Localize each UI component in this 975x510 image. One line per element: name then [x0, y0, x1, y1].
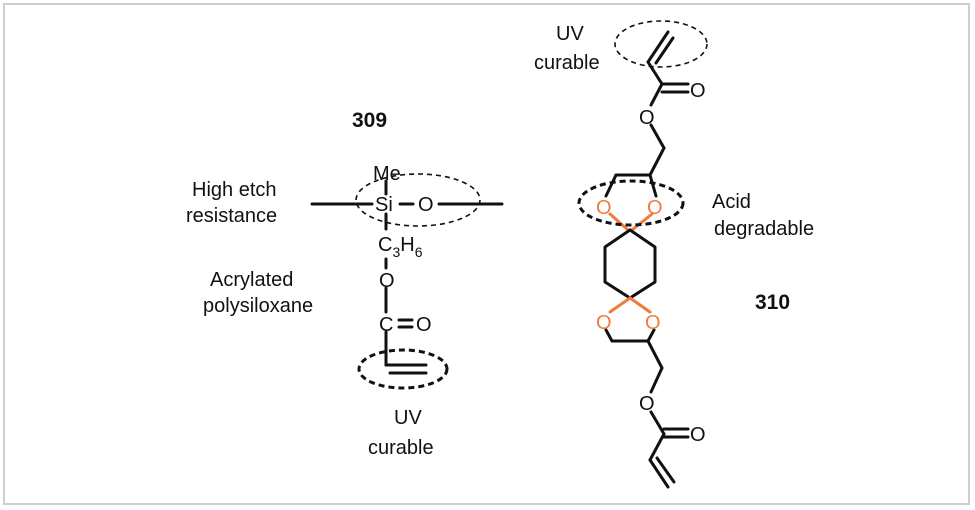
atom-c3h6: C3H6	[378, 234, 423, 260]
atom-o-ketal-2: O	[647, 197, 663, 219]
structure-309: 309 Me Si O C3H6 O C O High etch resista…	[186, 109, 504, 459]
label-curable-right: curable	[534, 52, 600, 74]
bottom-dioxolane-o-c-left	[604, 328, 614, 343]
bottom-ring-ch2-bond	[646, 339, 664, 370]
bottom-ketal-bond-right	[628, 296, 652, 314]
atom-me: Me	[373, 163, 401, 185]
label-curable-left: curable	[368, 437, 434, 459]
atom-o-ketal-1: O	[596, 197, 612, 219]
atom-o-ketal-3: O	[596, 312, 612, 334]
figure-frame	[3, 3, 970, 505]
label-acrylated: Acrylated	[210, 269, 293, 291]
top-dioxolane-c-o-left	[604, 173, 618, 198]
top-o-ch2-bond	[649, 123, 666, 150]
atom-o-carbonyl-top: O	[690, 80, 706, 102]
top-c-o-bond	[649, 82, 664, 107]
label-acid: Acid	[712, 191, 751, 213]
cyclohexane-ring	[603, 228, 657, 300]
bottom-ch2-o-bond	[649, 366, 664, 394]
top-ketal-bond-left	[608, 212, 630, 232]
atom-o-ketal-4: O	[645, 312, 661, 334]
atom-o-ester-bottom: O	[639, 393, 655, 415]
atom-c-carbonyl: C	[379, 314, 393, 336]
uv-curable-ellipse-right	[614, 20, 708, 68]
acid-degradable-ellipse	[577, 179, 685, 227]
structure-310: 310 O O O O	[534, 20, 814, 489]
label-uv-left: UV	[394, 407, 422, 429]
compound-number-310: 310	[755, 291, 790, 314]
bottom-ketal-bond-left	[608, 296, 632, 314]
atom-o-ester-top: O	[639, 107, 655, 129]
label-degradable: degradable	[714, 218, 814, 240]
label-resistance: resistance	[186, 205, 277, 227]
bottom-vinyl-bond-b	[655, 456, 676, 484]
atom-o-backbone: O	[418, 194, 434, 216]
top-vinyl-carbonyl-bond	[646, 60, 664, 86]
label-high-etch: High etch	[192, 179, 277, 201]
compound-number-309: 309	[352, 109, 387, 132]
top-ketal-bond-right	[630, 212, 654, 232]
atom-si: Si	[375, 194, 393, 216]
atom-o-ester: O	[379, 270, 395, 292]
label-polysiloxane: polysiloxane	[203, 295, 313, 317]
etch-resistance-ellipse	[355, 173, 481, 227]
atom-o-carbonyl-bottom: O	[690, 424, 706, 446]
bottom-o-c-bond	[649, 410, 666, 436]
top-vinyl-bond-a	[646, 30, 670, 64]
top-dioxolane-c-o-right	[648, 173, 658, 198]
bottom-c-vinyl-bond	[648, 432, 666, 462]
top-vinyl-bond-b	[654, 36, 675, 65]
bottom-dioxolane-o-c-right	[646, 328, 656, 343]
label-uv-right: UV	[556, 23, 584, 45]
bottom-vinyl-bond-a	[648, 458, 670, 489]
uv-curable-ellipse-left	[357, 348, 449, 390]
top-ch2-ring-bond	[648, 146, 666, 177]
atom-o-carbonyl: O	[416, 314, 432, 336]
